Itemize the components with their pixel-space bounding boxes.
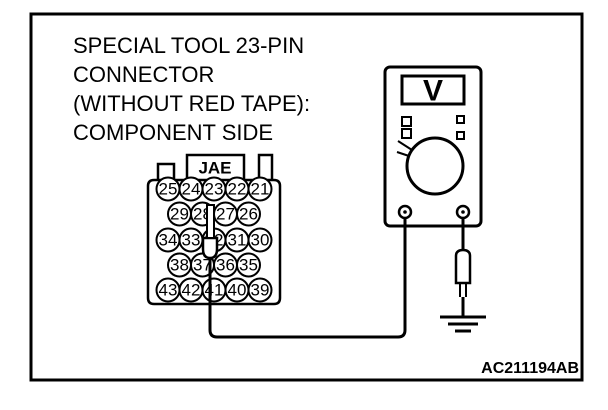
connector-pin-label: 36 [216, 256, 235, 275]
connector-pin-label: 41 [205, 281, 224, 300]
connector-pin-21 [247, 176, 273, 202]
caption-line-4: COMPONENT SIDE [73, 120, 273, 145]
multimeter-jack-com-center [403, 210, 407, 214]
caption: SPECIAL TOOL 23-PIN CONNECTOR (WITHOUT R… [73, 33, 310, 145]
multimeter-selector-dial [405, 136, 465, 196]
multimeter-dial-tick-2 [396, 151, 410, 157]
connector-pin-39 [247, 277, 273, 303]
connector-pin-label: 30 [251, 231, 270, 250]
connector-pin-label: 24 [182, 180, 201, 199]
connector-pin-label: 34 [159, 231, 178, 250]
multimeter-range-mark-1 [401, 116, 412, 127]
connector-pin-label: 29 [170, 205, 189, 224]
connector-pin-label: 21 [251, 180, 270, 199]
connector-pin-30 [247, 227, 273, 253]
ground-lead [440, 218, 486, 333]
connector-pin-label: 31 [228, 231, 247, 250]
multimeter-mode: V [423, 75, 443, 108]
multimeter-jack-v-center [461, 210, 465, 214]
connector-pin-label: 42 [182, 281, 201, 300]
backprobe-boot [201, 236, 219, 260]
connector-pin-label: 39 [251, 281, 270, 300]
connector-pin-label: 22 [228, 180, 247, 199]
caption-line-2: CONNECTOR [73, 62, 214, 87]
connector-pin-26 [236, 201, 261, 227]
diagram-frame [29, 12, 584, 382]
backprobe [201, 204, 219, 260]
connector-pins: 2524232221292827263433323130383736354342… [155, 176, 273, 303]
connector-pin-label: 40 [228, 281, 247, 300]
multimeter-dial-tick-1 [397, 140, 413, 151]
figure-reference-id: AC211194AB [481, 360, 579, 377]
multimeter-range-mark-2 [401, 128, 412, 139]
connector-label: JAE [198, 159, 231, 178]
connector-pin-label: 35 [239, 256, 258, 275]
multimeter: V [383, 65, 483, 228]
multimeter-display [400, 74, 466, 106]
backprobe-shaft [206, 204, 215, 239]
caption-line-1: SPECIAL TOOL 23-PIN [73, 33, 304, 58]
connector-pin-label: 23 [205, 180, 224, 199]
multimeter-indicator-1 [456, 115, 465, 124]
multimeter-indicator-2 [456, 131, 465, 140]
connector-pin-label: 26 [239, 205, 258, 224]
ground-clip-boot [454, 248, 472, 285]
test-lead-wire [208, 218, 407, 339]
caption-line-3: (WITHOUT RED TAPE): [73, 91, 310, 116]
connector-pin-35 [236, 252, 261, 278]
connector-pin-label: 43 [159, 281, 178, 300]
connector-pin-label: 37 [193, 256, 212, 275]
connector-pin-label: 25 [159, 180, 178, 199]
connector-pin-label: 38 [170, 256, 189, 275]
connector-pin-label: 27 [216, 205, 235, 224]
connector-pin-label: 33 [182, 231, 201, 250]
